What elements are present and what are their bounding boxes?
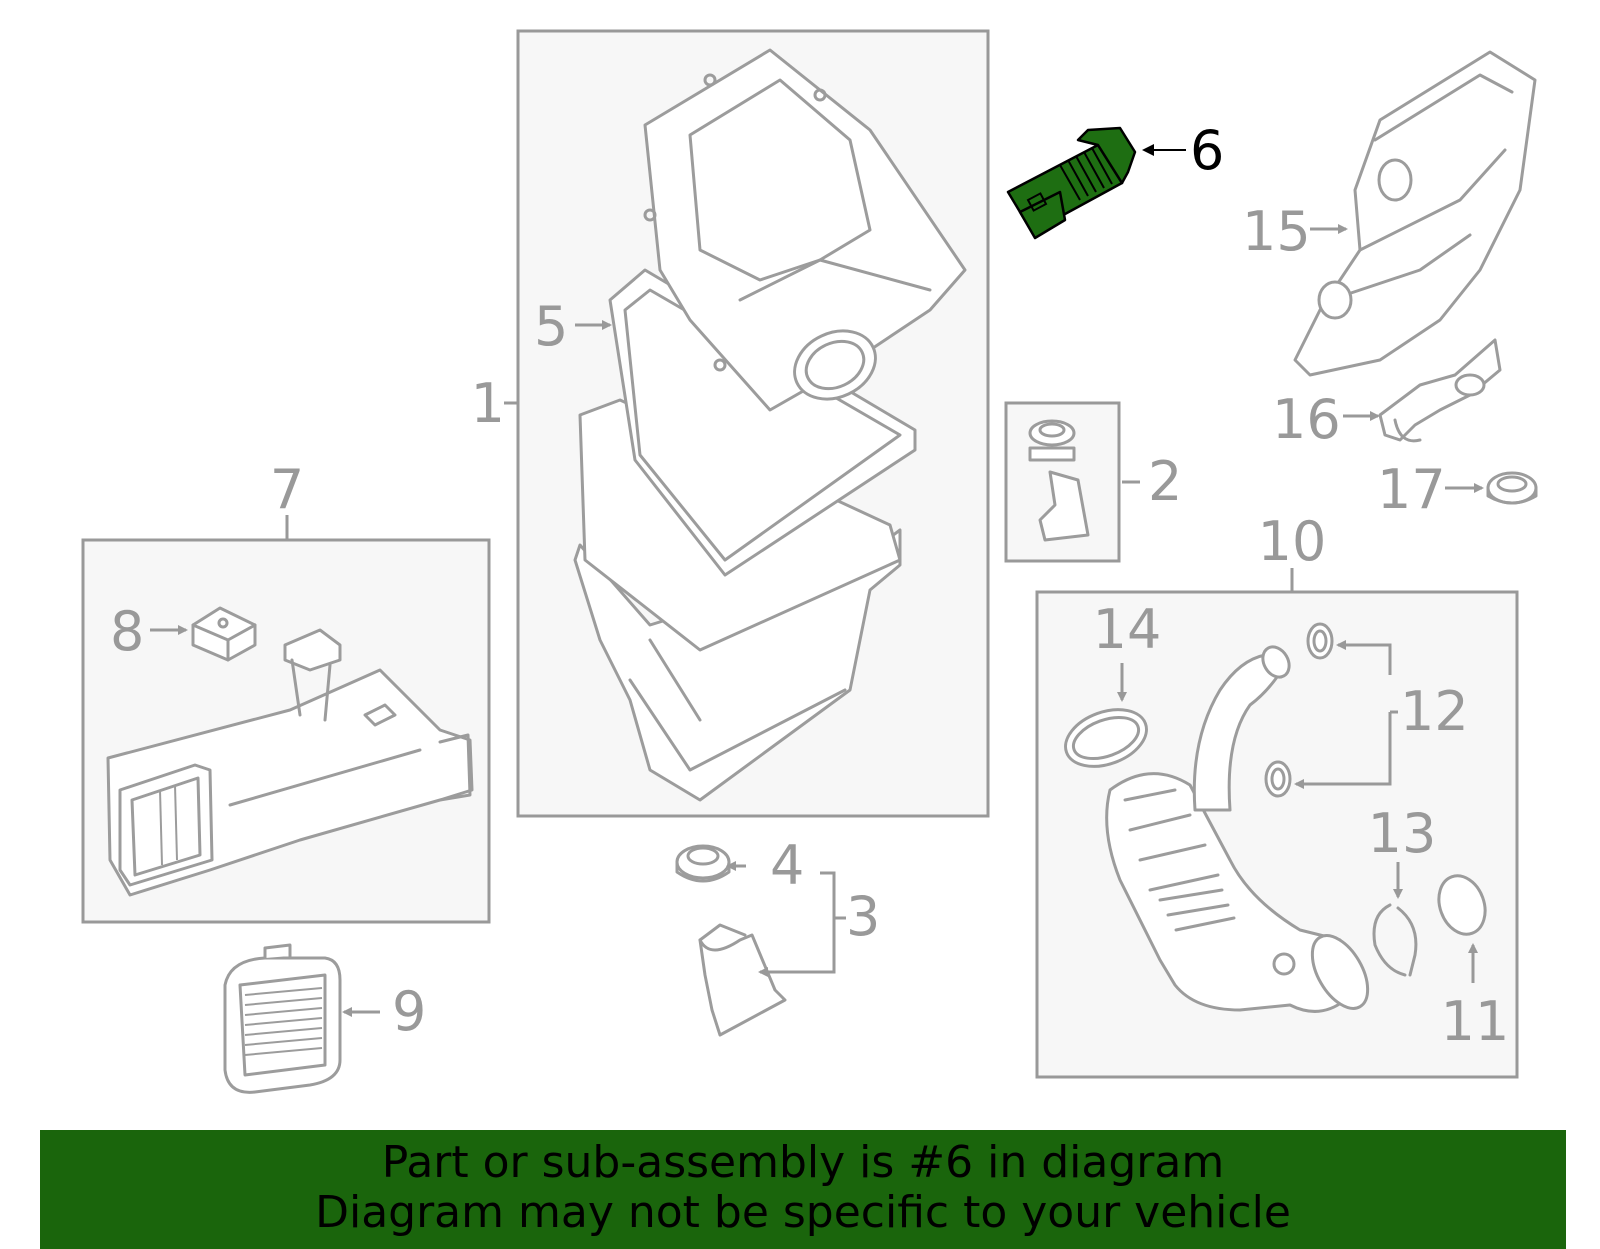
bracket-part-16 xyxy=(1378,338,1502,443)
intake-duct-part-7 xyxy=(106,628,474,897)
air-cleaner-housing-part xyxy=(573,48,967,802)
intake-hose-part-10 xyxy=(1105,645,1370,1013)
leader-lines xyxy=(150,144,1484,1017)
callout-3: 3 xyxy=(846,885,880,948)
bracket-part-3 xyxy=(698,923,787,1037)
o-ring-part-12 xyxy=(1264,622,1334,798)
callout-13: 13 xyxy=(1368,802,1437,865)
callout-7: 7 xyxy=(270,458,304,521)
callout-15: 15 xyxy=(1242,200,1311,263)
banner-line-part-number: Part or sub-assembly is #6 in diagram xyxy=(381,1137,1225,1188)
callout-16: 16 xyxy=(1272,388,1341,451)
grommet-part-4 xyxy=(675,844,731,883)
bracket-grommet-part-2 xyxy=(1028,419,1090,542)
callout-6: 6 xyxy=(1190,119,1224,182)
inlet-grille-part-9 xyxy=(223,943,342,1094)
callout-14: 14 xyxy=(1093,598,1162,661)
callout-1: 1 xyxy=(471,372,505,435)
duct-cover-part-15 xyxy=(1293,50,1537,377)
callout-17: 17 xyxy=(1377,458,1446,521)
banner-line-disclaimer: Diagram may not be specific to your vehi… xyxy=(315,1187,1291,1238)
callout-11: 11 xyxy=(1441,990,1510,1053)
callout-2: 2 xyxy=(1148,450,1182,513)
callout-4: 4 xyxy=(770,834,804,897)
mass-air-flow-sensor-part-6 xyxy=(1006,126,1137,240)
callout-9: 9 xyxy=(392,980,426,1043)
callout-5: 5 xyxy=(534,295,568,358)
seal-part-11 xyxy=(1437,874,1487,936)
clip-part-8 xyxy=(191,606,257,662)
info-banner: Part or sub-assembly is #6 in diagram Di… xyxy=(40,1130,1566,1249)
callout-10: 10 xyxy=(1258,510,1327,573)
callout-8: 8 xyxy=(110,600,144,663)
clamp-part-13 xyxy=(1372,903,1418,977)
grommet-part-17 xyxy=(1486,471,1538,505)
clamp-part-14 xyxy=(1064,708,1148,768)
callout-12: 12 xyxy=(1400,680,1469,743)
